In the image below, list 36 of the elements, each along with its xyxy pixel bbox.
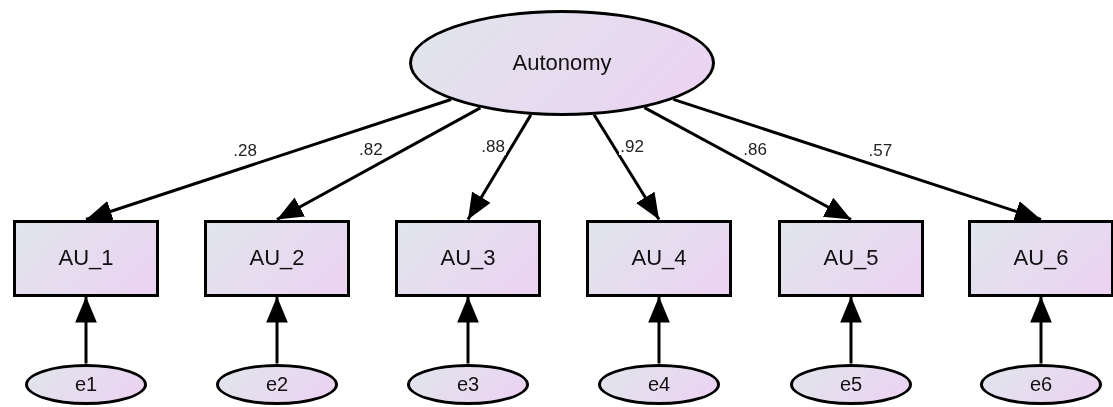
observed-variable-box [778,219,924,297]
node-label: e2 [265,372,289,396]
arrow [648,296,670,364]
edge-label: .28 [232,141,258,159]
node-label: AU_6 [1013,245,1069,271]
edge-label: .88 [480,137,506,155]
arrow [266,296,288,364]
node-label: AU_1 [58,245,114,271]
edge-label: .86 [742,141,768,158]
arrow [85,98,452,222]
arrow [1030,296,1052,364]
node-label: e5 [839,372,863,396]
node-label: AU_4 [631,245,687,271]
arrow [457,296,479,364]
node-label: AU_5 [823,245,879,271]
node-label: AU_3 [440,245,496,271]
observed-variable-box [13,219,159,297]
observed-variable-box [395,219,541,297]
observed-variable-box [586,219,732,297]
node-label: e6 [1029,372,1053,396]
arrow [592,114,661,221]
arrow [276,106,482,221]
observed-variable-box [204,219,350,297]
edge-label: .92 [619,137,645,155]
arrow [840,296,862,364]
node-label: AU_2 [249,245,305,271]
arrow [466,114,533,221]
edge-label: .57 [867,141,894,159]
node-label: Autonomy [512,50,612,76]
arrow [643,106,852,221]
node-label: e1 [74,372,98,396]
node-label: e3 [456,372,480,396]
arrow [75,296,97,364]
arrow [672,97,1042,222]
node-label: e4 [647,372,671,396]
observed-variable-box [968,219,1113,297]
